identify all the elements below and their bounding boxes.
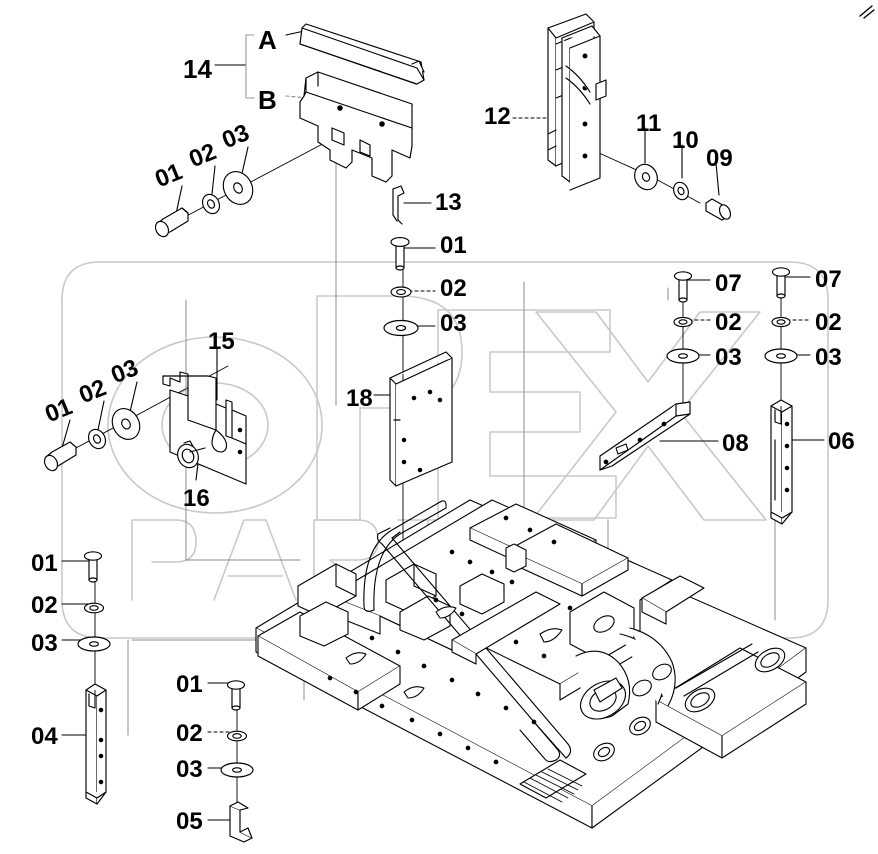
part-07-bolt-right-b	[771, 267, 791, 299]
callout-12-c12: 12	[484, 103, 511, 130]
part-07-bolt-right-a	[673, 271, 693, 303]
callout-07-c07a: 07	[715, 270, 742, 297]
part-06-bracket-strip	[770, 399, 793, 525]
part-08-support-arm	[599, 401, 691, 471]
part-12-frame-guard-panel	[547, 13, 607, 191]
leader-09	[715, 162, 720, 196]
callout-03-c03g: 03	[176, 756, 203, 783]
watermark-frame	[61, 261, 829, 639]
callout-05-c05: 05	[176, 808, 203, 835]
part-15-mounting-bracket	[162, 371, 247, 485]
part-02-spring-washer-right-a	[673, 316, 693, 328]
part-01-bolt-upper-left	[154, 207, 189, 238]
corner-tick-mark	[859, 5, 875, 19]
part-05-small-angle-bracket	[229, 801, 253, 843]
callout-01-c01f: 01	[31, 550, 58, 577]
part-02-spring-washer-bottom-center	[226, 730, 248, 742]
part-03-plain-washer-right-b	[764, 348, 798, 364]
part-01-bolt-bottom-center	[226, 680, 246, 711]
callout-02-c02f: 02	[31, 592, 58, 619]
bracket-14-arms	[245, 34, 255, 99]
callout-a-cA: A	[258, 25, 277, 55]
callout-18-c18: 18	[346, 385, 373, 412]
part-14b-bracket-rail	[299, 71, 413, 183]
part-03-plain-washer-center	[383, 319, 419, 337]
hardware-group-left-mid	[43, 408, 141, 472]
leader-02e	[97, 400, 105, 431]
part-09-bolt	[705, 198, 732, 221]
part-18-side-cover-panel	[389, 351, 453, 487]
ref-line-left-upper	[185, 299, 301, 561]
leader-01e	[61, 419, 71, 449]
part-01-bolt-center	[390, 237, 410, 271]
hardware-group-center	[383, 237, 453, 487]
callout-02-c02c: 02	[715, 309, 742, 336]
main-frame-assembly	[255, 499, 807, 829]
part-03-plain-washer-bottom-center	[220, 762, 254, 778]
callout-02-c02d: 02	[815, 309, 842, 336]
callout-03-c03c: 03	[715, 344, 742, 371]
hardware-group-bottom-center	[220, 680, 254, 843]
watermark-parts-p	[131, 519, 197, 601]
callout-03-c03d: 03	[815, 344, 842, 371]
callout-01-c01g: 01	[176, 671, 203, 698]
callout-02-c02b: 02	[440, 275, 467, 302]
part-13-spring-clip	[392, 185, 405, 225]
part-02-spring-washer-bottom-left	[83, 602, 105, 614]
leader-01a	[175, 185, 183, 215]
part-02-spring-washer-center	[390, 286, 412, 298]
part-02-spring-washer-upper-left	[201, 193, 221, 215]
leader-03e	[129, 381, 138, 413]
callout-09-c09: 09	[706, 145, 733, 172]
callout-06-c06: 06	[828, 428, 855, 455]
callout-02-c02g: 02	[176, 720, 203, 747]
part-14a-trim-rail	[299, 23, 425, 85]
callout-07-c07b: 07	[815, 266, 842, 293]
callout-15-c15: 15	[208, 328, 235, 355]
part-03-plain-washer-bottom-left	[77, 636, 111, 652]
callout-04-c04: 04	[31, 723, 58, 750]
watermark-letter-e	[437, 309, 617, 519]
hardware-group-upper-left	[154, 171, 254, 238]
leader-02a	[211, 165, 216, 195]
part-01-bolt-left-mid	[43, 441, 77, 472]
hardware-group-bottom-left	[77, 551, 111, 805]
part-11-plain-washer	[634, 163, 658, 191]
part-03-plain-washer-right-a	[666, 348, 700, 364]
part-10-spring-washer	[673, 181, 689, 201]
part-02-spring-washer-left-mid	[87, 428, 107, 450]
leader-B	[285, 95, 321, 100]
callout-01-c01b: 01	[440, 232, 467, 259]
hardware-group-right-b	[764, 267, 798, 364]
hardware-group-12-mount	[634, 163, 732, 221]
part-04-bracket-strip-left	[85, 683, 107, 805]
callout-10-c10: 10	[672, 127, 699, 154]
callout-03-c03b: 03	[440, 310, 467, 337]
part-02-spring-washer-right-b	[771, 316, 791, 328]
callout-08-c08: 08	[722, 430, 749, 457]
part-03-plain-washer-left-mid	[111, 408, 141, 440]
part-03-plain-washer-upper-left	[222, 171, 254, 205]
part-16-clamp-ring	[177, 440, 206, 469]
callout-11-c11: 11	[636, 110, 662, 137]
callout-16-c16: 16	[183, 485, 210, 512]
hardware-group-right-a	[666, 271, 700, 364]
callout-03-c03f: 03	[31, 630, 58, 657]
callout-14-c14: 14	[183, 54, 212, 84]
part-01-bolt-bottom-left	[83, 551, 103, 583]
watermark-letter-o-outer	[107, 336, 323, 514]
callout-13-c13: 13	[435, 189, 462, 216]
callout-b-cB: B	[258, 85, 277, 115]
